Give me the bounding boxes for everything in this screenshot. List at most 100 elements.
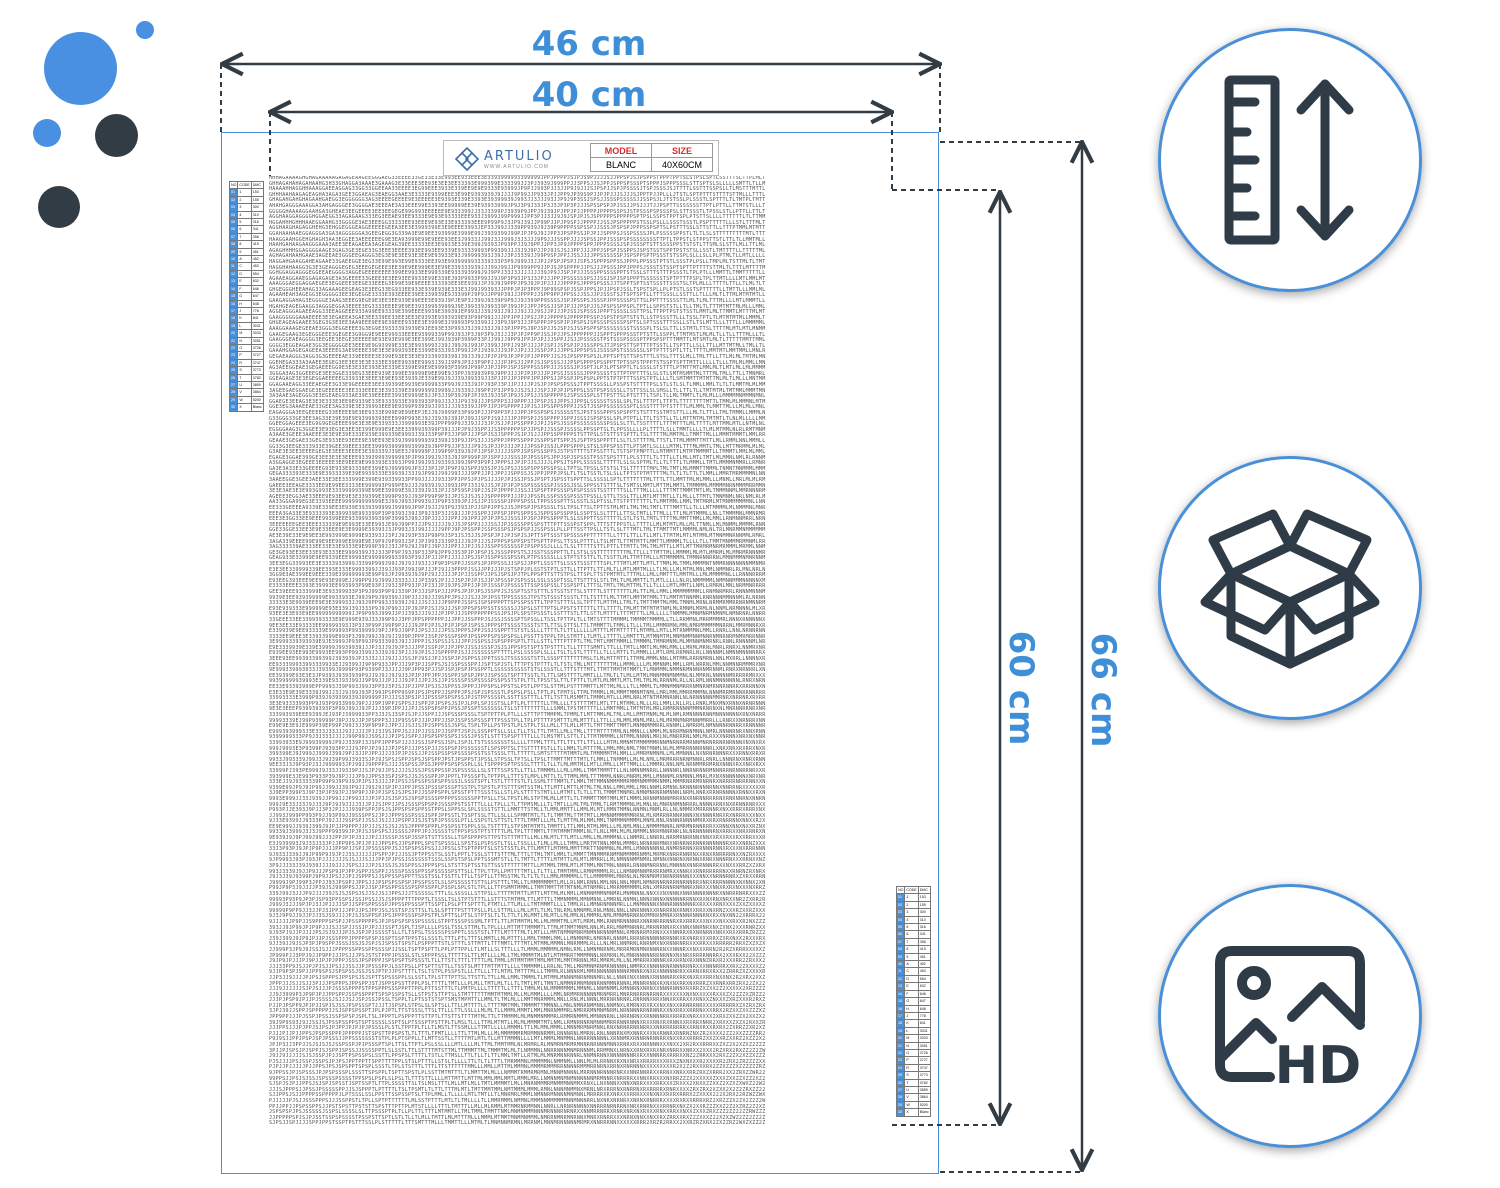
legend-cell: 3031: [917, 1026, 931, 1036]
legend-cell: 14: [895, 989, 906, 999]
legend-cell: 14: [228, 284, 239, 294]
legend-cell: 316: [250, 218, 264, 227]
legend-cell: 13: [228, 277, 239, 286]
legend-cell: 316: [917, 923, 931, 932]
legend-cell: 3727: [917, 1056, 931, 1065]
legend-cell: D: [237, 269, 252, 279]
legend-cell: 23: [895, 1056, 906, 1065]
legend-cell: 18: [895, 1019, 906, 1028]
ruler-height-badge: [1158, 28, 1422, 292]
legend-cell: 356: [250, 232, 264, 242]
legend-cell: X: [237, 403, 252, 412]
legend-cell: 647: [250, 292, 264, 301]
legend-cell: 3782: [917, 1078, 931, 1087]
legend-cell: 07: [228, 232, 239, 242]
legend-header: DMC: [917, 885, 931, 895]
legend-cell: 415: [917, 945, 931, 954]
legend-cell: 04: [228, 210, 239, 220]
canvas-sheet: [221, 132, 939, 1174]
legend-cell: 06: [228, 225, 239, 234]
legend-cell: 11: [228, 262, 239, 271]
ruler-height-icon: [1224, 75, 1354, 245]
legend-cell: 26: [895, 1078, 906, 1087]
hd-image-icon: HD: [1215, 946, 1365, 1091]
legend-cell: 3864: [250, 388, 264, 397]
legend-cell: 28: [895, 1093, 906, 1102]
legend-cell: K: [237, 314, 252, 323]
legend-cell: 15: [228, 292, 239, 301]
legend-cell: 153: [917, 893, 931, 902]
legend-cell: E: [237, 277, 252, 286]
legend-cell: 27: [228, 380, 239, 390]
legend-cell: Blanc: [917, 1108, 931, 1117]
legend-cell: F: [237, 284, 252, 294]
legend-cell: 5200: [250, 395, 264, 405]
legend-cell: C: [237, 262, 252, 271]
legend-cell: 25: [228, 366, 239, 375]
decorative-dot-large: [44, 32, 117, 105]
legend-cell: 16: [895, 1004, 906, 1013]
legend-cell: 13: [895, 982, 906, 991]
legend-cell: 26: [228, 373, 239, 382]
legend-cell: 341: [250, 225, 264, 234]
legend-cell: 648: [917, 1004, 931, 1013]
legend-cell: 647: [917, 997, 931, 1006]
legend-cell: 10: [895, 960, 906, 969]
legend-cell: O: [237, 343, 252, 353]
decorative-dot-small-blue: [136, 21, 154, 39]
legend-cell: 29: [228, 395, 239, 405]
legend-cell: 16: [228, 299, 239, 308]
legend-cell: V: [237, 388, 252, 397]
legend-cell: 3859: [917, 1085, 931, 1095]
legend-cell: 646: [917, 989, 931, 999]
legend-cell: 19: [895, 1026, 906, 1036]
legend-cell: J: [237, 306, 252, 316]
inner-width-label: 40 cm: [532, 75, 647, 115]
hd-text-icon: HD: [1275, 1036, 1362, 1091]
decorative-dot-dark-1: [95, 114, 138, 157]
legend-cell: 554: [917, 974, 931, 984]
legend-cell: 23: [228, 351, 239, 360]
legend-cell: 841: [250, 314, 264, 323]
legend-cell: 155: [250, 195, 264, 205]
legend-header: DMC: [250, 180, 264, 190]
legend-cell: 09: [895, 952, 906, 962]
legend-cell: 05: [228, 218, 239, 227]
legend-cell: 20: [895, 1034, 906, 1043]
legend-cell: 153: [250, 188, 264, 197]
legend-cell: 3033: [917, 1034, 931, 1043]
legend-cell: 03: [228, 203, 239, 212]
outer-height-label: 66 cm: [1083, 633, 1123, 748]
legend-cell: 453: [917, 967, 931, 976]
legend-cell: A: [237, 255, 252, 264]
legend-cell: 01: [228, 188, 239, 197]
outer-width-label: 46 cm: [532, 24, 647, 64]
pattern-grid: HHHAGAAAAGHGHAGAAAAAGAGAGEAAGEEGGGAEG33E…: [269, 176, 766, 1124]
legend-cell: 22: [228, 343, 239, 353]
legend-cell: 3051: [250, 336, 264, 345]
legend-cell: 02: [895, 900, 906, 910]
